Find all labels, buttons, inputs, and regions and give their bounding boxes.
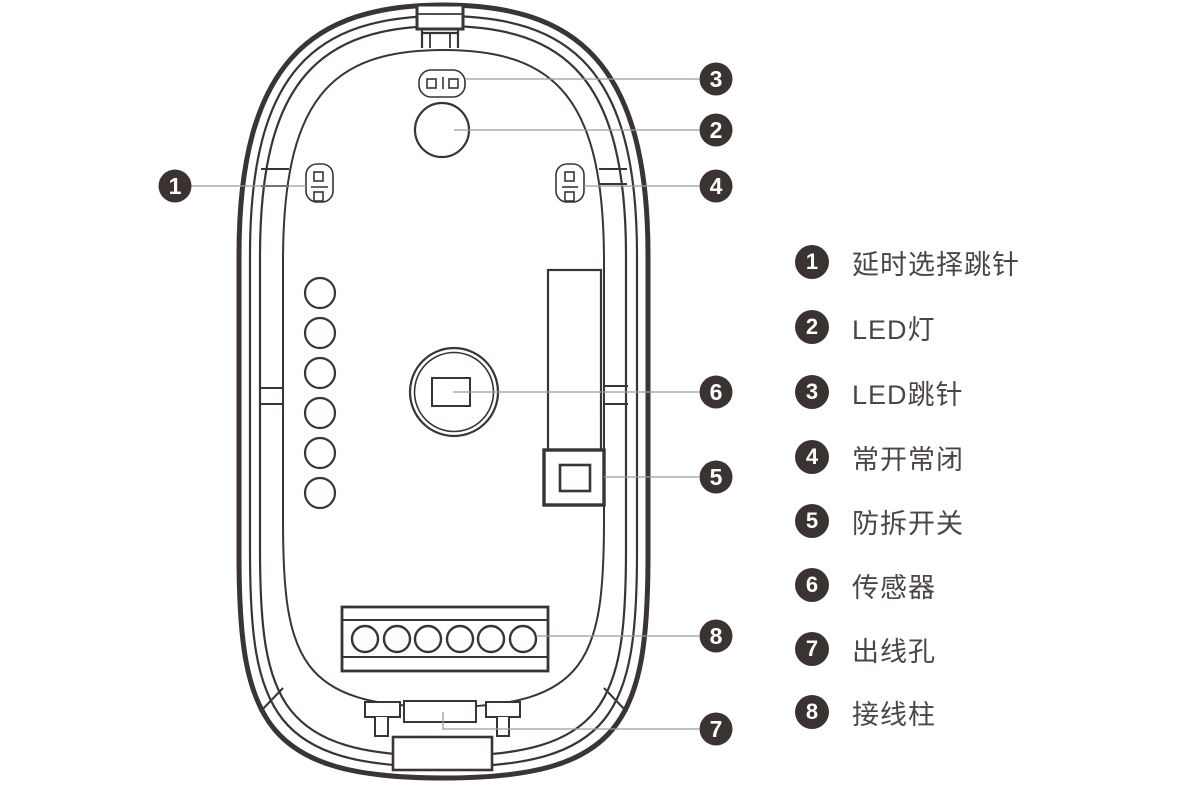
leader-line-7 — [442, 712, 699, 730]
callout-marker-1: 1 — [158, 169, 192, 203]
legend-number-badge: 7 — [795, 632, 829, 666]
callout-marker-3: 3 — [699, 62, 733, 96]
legend-item-1: 1 延时选择跳针 — [795, 245, 1020, 280]
housing-base-rim — [258, 24, 628, 758]
legend-item-label: 接线柱 — [852, 699, 936, 730]
tamper-switch — [542, 448, 606, 507]
legend-number-badge: 3 — [795, 375, 829, 409]
callout-number-8: 8 — [710, 623, 723, 649]
callout-marker-4: 4 — [699, 169, 733, 203]
legend-item-label: LED灯 — [852, 314, 936, 345]
wire-outlet-hole — [403, 700, 477, 723]
bottom-mount-tabs — [364, 701, 521, 737]
legend-number-badge: 1 — [795, 245, 829, 279]
housing-outer-shell — [236, 2, 651, 781]
led-jumper — [418, 69, 466, 98]
legend-item-label: 常开常闭 — [852, 444, 964, 475]
legend-number-badge: 5 — [795, 504, 829, 538]
delay-select-jumper — [305, 163, 334, 203]
callout-number-1: 1 — [169, 173, 182, 199]
legend-number-badge: 8 — [795, 695, 829, 729]
legend-item-label: 传感器 — [852, 572, 936, 603]
inner-compartment-wall — [282, 48, 605, 709]
rim-notches — [259, 168, 628, 713]
legend-item-2: 2 LED灯 — [795, 310, 936, 345]
vent-holes — [303, 276, 337, 510]
callout-number-5: 5 — [710, 464, 723, 490]
leader-lines — [191, 78, 699, 730]
legend-item-8: 8 接线柱 — [795, 695, 936, 730]
legend-item-5: 5 防拆开关 — [795, 504, 964, 539]
callout-number-4: 4 — [710, 173, 723, 199]
callout-marker-2: 2 — [699, 113, 733, 147]
legend-number-badge: 6 — [795, 568, 829, 602]
callout-number-3: 3 — [710, 66, 723, 92]
legend-item-4: 4 常开常闭 — [795, 440, 964, 475]
bottom-clip — [391, 735, 494, 772]
legend-number-badge: 2 — [795, 310, 829, 344]
callout-number-7: 7 — [710, 716, 723, 742]
legend-item-6: 6 传感器 — [795, 568, 936, 603]
legend-item-label: LED跳针 — [852, 379, 964, 410]
legend-item-label: 延时选择跳针 — [852, 249, 1020, 280]
callout-number-2: 2 — [710, 117, 723, 143]
top-clip-tab — [415, 3, 465, 48]
relay-block — [546, 268, 603, 452]
legend-number-badge: 4 — [795, 440, 829, 474]
callout-marker-7: 7 — [699, 712, 733, 746]
callout-markers: 1 3 2 4 6 5 8 7 — [158, 62, 733, 746]
callout-number-6: 6 — [710, 379, 723, 405]
callout-marker-8: 8 — [699, 619, 733, 653]
legend-item-label: 防拆开关 — [852, 508, 964, 539]
legend-item-label: 出线孔 — [852, 636, 936, 667]
no-nc-jumper — [555, 163, 585, 203]
housing-middle-shell — [248, 14, 639, 769]
terminal-block — [340, 605, 550, 673]
legend-item-7: 7 出线孔 — [795, 632, 936, 667]
legend-item-3: 3 LED跳针 — [795, 375, 964, 410]
callout-marker-6: 6 — [699, 375, 733, 409]
callout-marker-5: 5 — [699, 460, 733, 494]
